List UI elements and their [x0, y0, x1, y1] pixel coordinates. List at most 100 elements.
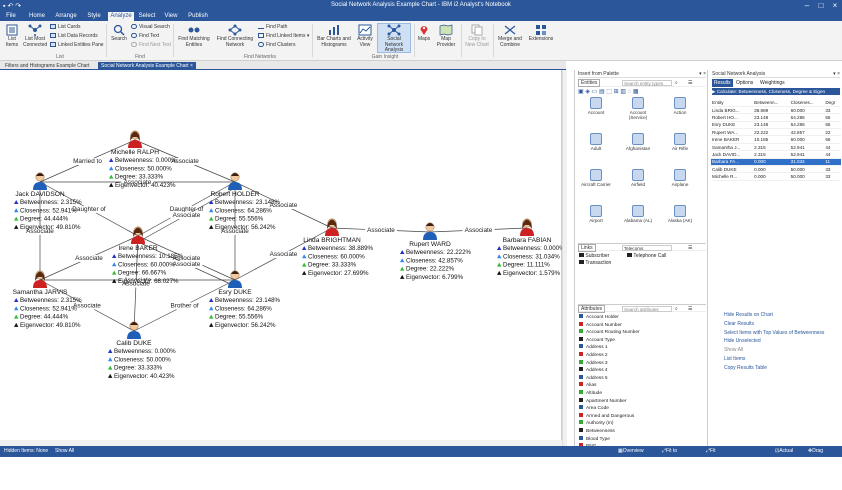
- drag-chart-button[interactable]: ✥ Drag Chart: [808, 448, 825, 465]
- entities-tab[interactable]: Entities: [578, 79, 601, 87]
- link-label[interactable]: Daughter of: [72, 206, 106, 213]
- save-icon[interactable]: ▪: [3, 3, 6, 10]
- link-label[interactable]: Brother of: [170, 303, 198, 310]
- palette-entity-item[interactable]: Aircraft Carrier: [580, 169, 612, 187]
- entity-label[interactable]: Samantha JARVIS: [13, 289, 68, 296]
- list-cards-button[interactable]: List Cards: [50, 24, 81, 30]
- find-path-button[interactable]: Find Path: [258, 24, 287, 30]
- link-label[interactable]: Associate: [367, 227, 395, 234]
- entity-node[interactable]: [520, 218, 534, 236]
- link-label[interactable]: Married to: [73, 158, 102, 165]
- list-item[interactable]: Subscriber: [579, 253, 611, 260]
- attribute-item[interactable]: Armed and Dangerous: [579, 412, 640, 421]
- entity-label[interactable]: Robert HOLDER: [210, 191, 259, 198]
- attribute-item[interactable]: Area Code: [579, 405, 640, 413]
- attribute-item[interactable]: Betweenness: [579, 427, 640, 436]
- link-label[interactable]: Associate: [173, 255, 201, 262]
- column-header[interactable]: Betweenn...: [753, 99, 790, 107]
- entity-style-icons[interactable]: ▣ ◈ ▭ ▤ ⬚ ⊞ ▥ ◌ ▦: [578, 89, 639, 95]
- vertical-scrollbar[interactable]: [562, 70, 567, 446]
- sna-action-link[interactable]: Copy Results Table: [724, 364, 767, 371]
- map-provider-button[interactable]: Map Provider: [433, 24, 459, 48]
- link-label[interactable]: Associate: [122, 281, 150, 288]
- entity-label[interactable]: Calib DUKE: [116, 340, 152, 347]
- tab-options[interactable]: Options: [736, 80, 754, 86]
- show-all-link[interactable]: Show All: [55, 448, 75, 454]
- panel-menu-icon[interactable]: ▾ ×: [833, 71, 840, 77]
- link-label[interactable]: Associate: [221, 228, 249, 235]
- sna-action-link[interactable]: Hide Unselected: [724, 338, 761, 345]
- entity-node[interactable]: [325, 218, 339, 236]
- fit-selection-button[interactable]: ⤢ Fit Selection to Window: [706, 448, 731, 487]
- palette-entity-item[interactable]: Airplane: [664, 169, 696, 187]
- find-connecting-network-button[interactable]: Find Connecting Network: [215, 24, 255, 48]
- tab-analyze[interactable]: Analyze: [108, 12, 134, 21]
- actual-size-button[interactable]: ⊡ Actual Size: [775, 448, 794, 465]
- doc-tab-filters[interactable]: Filters and Histograms Example Chart: [5, 63, 90, 69]
- tab-view[interactable]: View: [164, 13, 178, 19]
- redo-icon[interactable]: ↷: [15, 3, 22, 10]
- palette-entity-item[interactable]: Airport: [580, 205, 612, 223]
- attribute-item[interactable]: Apartment Number: [579, 397, 640, 406]
- tab-file[interactable]: File: [6, 13, 16, 19]
- attribute-item[interactable]: Account Holder: [579, 314, 640, 322]
- tab-results[interactable]: Results: [712, 79, 733, 87]
- palette-entity-item[interactable]: Action: [664, 97, 696, 115]
- link-label[interactable]: Associate: [75, 255, 103, 262]
- column-header[interactable]: Closenes...: [789, 99, 825, 107]
- attribute-item[interactable]: Blood Type: [579, 435, 640, 444]
- attribute-item[interactable]: Authority (In): [579, 420, 640, 428]
- link-type-select[interactable]: Telecoms: [622, 245, 672, 251]
- attribute-item[interactable]: Account Routing Number: [579, 329, 640, 337]
- link-label[interactable]: Associate: [26, 228, 54, 235]
- tab-arrange[interactable]: Arrange: [55, 13, 77, 19]
- links-tab[interactable]: Links: [578, 244, 596, 252]
- linked-entities-pane-button[interactable]: Linked Entities Pane: [50, 42, 104, 48]
- link-label[interactable]: Associate: [173, 261, 201, 268]
- entity-label[interactable]: Esry DUKE: [218, 289, 252, 296]
- find-clusters-button[interactable]: Find Clusters: [258, 42, 295, 48]
- entity-label[interactable]: Linda BRIGHTMAN: [303, 237, 361, 244]
- entity-node[interactable]: [423, 222, 437, 240]
- minimize-icon[interactable]: –: [804, 1, 810, 10]
- find-matching-entities-button[interactable]: Find Matching Entities: [176, 24, 212, 48]
- tab-publish[interactable]: Publish: [188, 13, 208, 19]
- panel-menu-icon[interactable]: ▾ ×: [699, 71, 706, 77]
- attribute-item[interactable]: Account Number: [579, 321, 640, 330]
- tab-style[interactable]: Style: [87, 13, 101, 19]
- palette-entity-item[interactable]: Alabama (AL): [622, 205, 654, 223]
- sna-action-link[interactable]: List Items: [724, 356, 746, 362]
- sna-action-link[interactable]: Select Items with Top Values of Betweenn…: [724, 329, 825, 336]
- maps-button[interactable]: Maps: [416, 24, 432, 43]
- horizontal-scrollbar[interactable]: [0, 440, 562, 446]
- overview-pane-button[interactable]: ▦ Overview Pane: [618, 448, 644, 465]
- link-label[interactable]: Associate: [465, 227, 493, 234]
- tab-home[interactable]: Home: [28, 13, 45, 19]
- column-header[interactable]: Degr: [824, 99, 841, 107]
- list-data-records-button[interactable]: List Data Records: [50, 33, 98, 39]
- list-item[interactable]: Telephone Call: [627, 253, 666, 260]
- link-label[interactable]: Daughter of: [170, 206, 204, 213]
- maximize-icon[interactable]: □: [818, 1, 824, 10]
- visual-search-button[interactable]: Visual Search: [131, 24, 170, 30]
- merge-combine-button[interactable]: Merge and Combine: [495, 24, 525, 48]
- entity-label[interactable]: Rupert WARD: [409, 241, 451, 248]
- attribute-item[interactable]: Altitude: [579, 389, 640, 398]
- social-network-analysis-button[interactable]: Social Network Analysis: [377, 23, 411, 53]
- entity-label[interactable]: Michelle RALPH: [111, 149, 159, 156]
- attribute-item[interactable]: Address 1: [579, 344, 640, 352]
- palette-entity-item[interactable]: Adult: [580, 133, 612, 151]
- link-label[interactable]: Associate: [124, 179, 152, 186]
- fit-to-window-button[interactable]: ⤢ Fit to Window: [662, 448, 684, 465]
- entity-node[interactable]: [33, 270, 47, 288]
- view-options-icon[interactable]: ☰: [688, 245, 693, 251]
- search-icon[interactable]: ⌕: [675, 306, 678, 312]
- entity-node[interactable]: [127, 321, 141, 339]
- palette-entity-item[interactable]: Airfield: [622, 169, 654, 187]
- entity-node[interactable]: [228, 270, 242, 288]
